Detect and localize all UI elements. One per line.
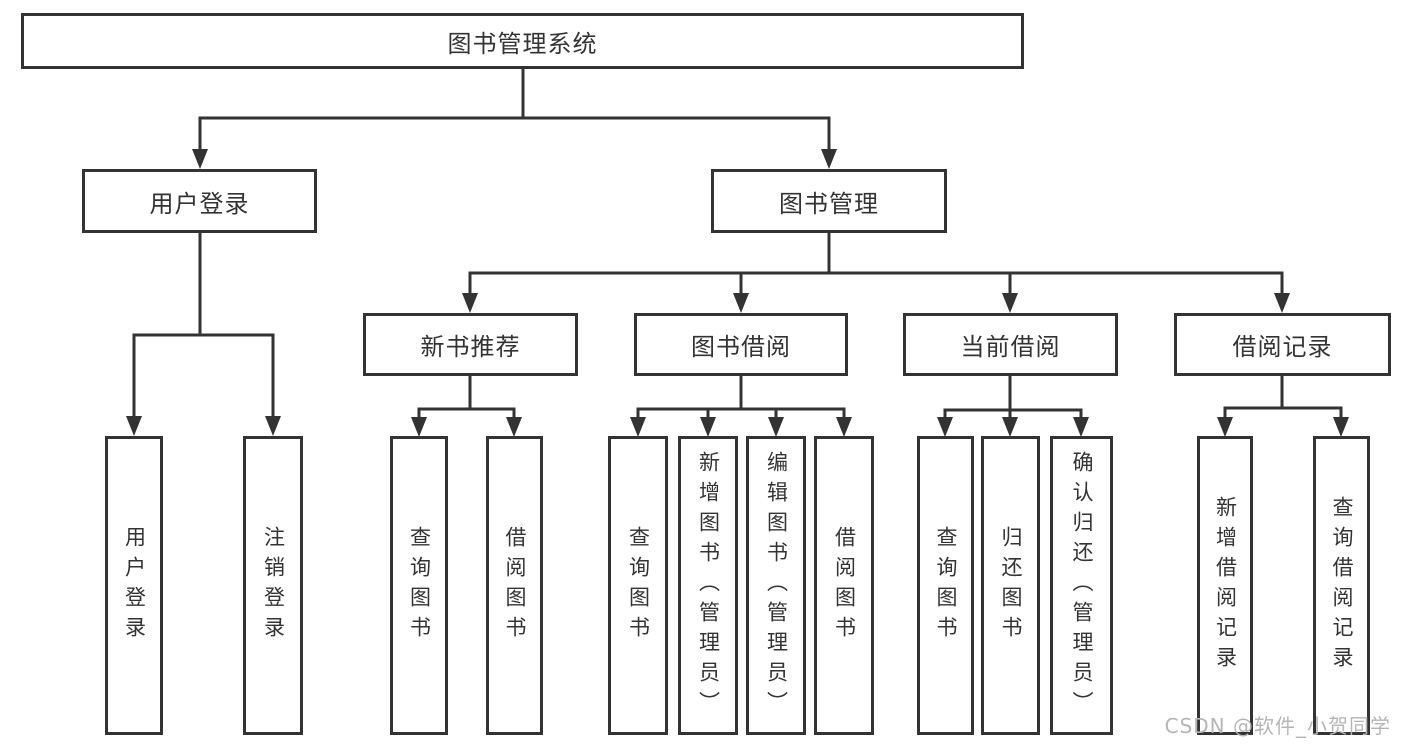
node-current-borrow: 当前借阅 [903, 313, 1118, 376]
leaf-cb-confirm-return-label: 确认归还（管理员） [1070, 450, 1094, 721]
node-book-mgmt: 图书管理 [711, 169, 947, 233]
leaf-bb-edit-book: 编辑图书（管理员） [746, 436, 806, 735]
leaf-br-query-record-label: 查询借阅记录 [1330, 495, 1354, 676]
leaf-br-query-record: 查询借阅记录 [1313, 436, 1370, 735]
leaf-br-add-record-label: 新增借阅记录 [1213, 495, 1238, 676]
leaf-user-login: 用户登录 [105, 436, 163, 735]
leaf-bb-borrow-book: 借阅图书 [814, 436, 874, 735]
leaf-cb-query-book-label: 查询图书 [934, 525, 958, 646]
leaf-rec-query-book-label: 查询图书 [407, 525, 432, 646]
node-new-book-rec-label: 新书推荐 [420, 333, 521, 361]
leaf-logout: 注销登录 [243, 436, 303, 735]
node-book-borrow-label: 图书借阅 [691, 333, 791, 361]
leaf-cb-return-book: 归还图书 [981, 436, 1040, 735]
leaf-rec-borrow-book: 借阅图书 [486, 436, 543, 735]
leaf-bb-query-book-label: 查询图书 [626, 525, 651, 646]
csdn-watermark: CSDN @软件_小贺同学 [1164, 714, 1391, 738]
leaf-bb-borrow-book-label: 借阅图书 [832, 525, 857, 646]
node-current-borrow-label: 当前借阅 [960, 333, 1061, 361]
leaf-rec-borrow-book-label: 借阅图书 [503, 525, 527, 646]
leaf-br-add-record: 新增借阅记录 [1197, 436, 1253, 735]
leaf-cb-return-book-label: 归还图书 [999, 525, 1023, 646]
leaf-logout-label: 注销登录 [261, 525, 286, 646]
leaf-rec-query-book: 查询图书 [390, 436, 448, 735]
node-root-label: 图书管理系统 [447, 29, 598, 58]
leaf-cb-query-book: 查询图书 [917, 436, 974, 735]
node-user-login: 用户登录 [82, 169, 317, 233]
node-root: 图书管理系统 [21, 13, 1024, 69]
leaf-bb-add-book-label: 新增图书（管理员） [696, 450, 721, 721]
leaf-cb-confirm-return: 确认归还（管理员） [1050, 436, 1113, 735]
leaf-bb-edit-book-label: 编辑图书（管理员） [764, 450, 789, 721]
leaf-user-login-label: 用户登录 [122, 525, 147, 646]
node-book-mgmt-label: 图书管理 [779, 189, 879, 218]
leaf-bb-query-book: 查询图书 [608, 436, 668, 735]
node-borrow-records: 借阅记录 [1174, 313, 1391, 376]
leaf-bb-add-book: 新增图书（管理员） [678, 436, 738, 735]
node-new-book-rec: 新书推荐 [363, 313, 578, 376]
node-book-borrow: 图书借阅 [634, 313, 848, 376]
node-user-login-label: 用户登录 [149, 189, 250, 218]
node-borrow-records-label: 借阅记录 [1232, 333, 1333, 361]
